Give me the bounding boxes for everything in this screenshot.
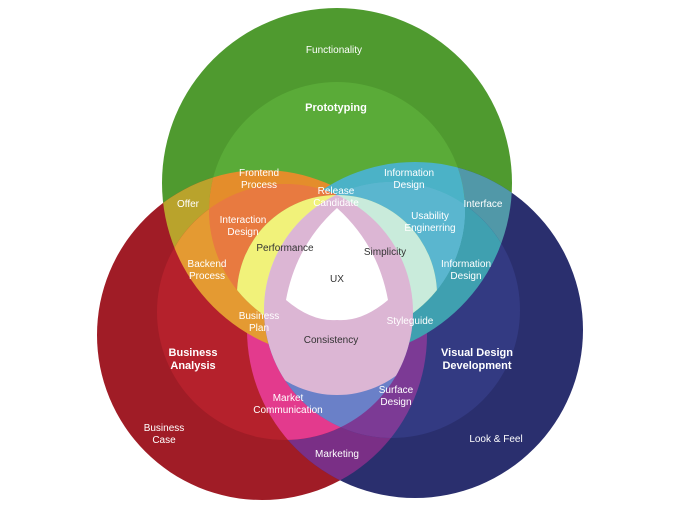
label-marketing: Marketing [315, 449, 359, 460]
label-look-and-feel: Look & Feel [469, 434, 522, 445]
ux-core [286, 208, 388, 321]
title-prototyping: Prototyping [305, 102, 367, 114]
label-functionality: Functionality [306, 45, 362, 56]
label-performance: Performance [256, 243, 314, 254]
label-simplicity: Simplicity [364, 247, 406, 258]
label-styleguide: Styleguide [387, 316, 434, 327]
label-consistency: Consistency [304, 335, 358, 346]
label-interface: Interface [464, 199, 503, 210]
label-offer: Offer [177, 199, 200, 210]
label-ux: UX [330, 274, 344, 285]
